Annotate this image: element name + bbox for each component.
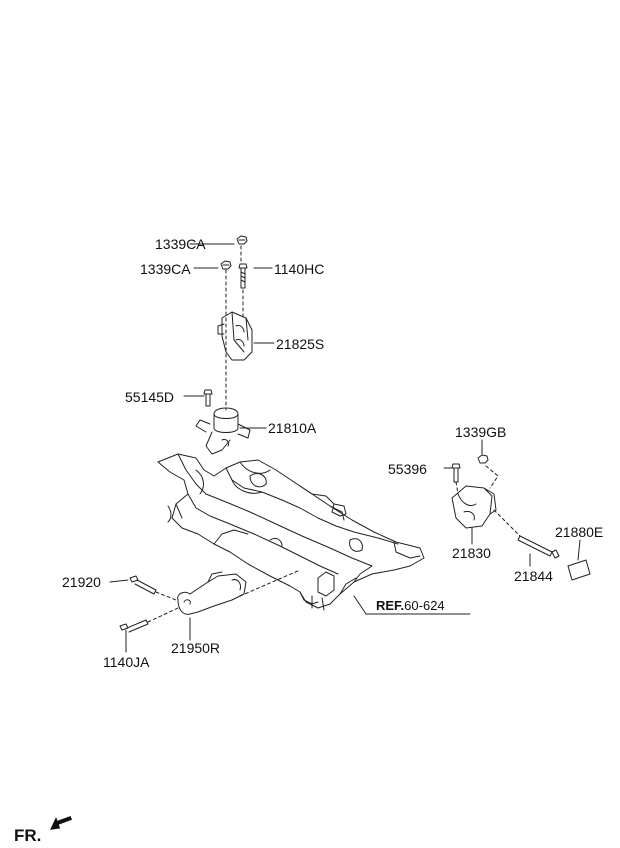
front-direction-arrow-icon xyxy=(50,816,72,830)
label-21950r: 21950R xyxy=(171,640,221,656)
bolt-21844 xyxy=(517,535,560,559)
bolt-1140hc xyxy=(238,263,248,289)
roll-rod-group xyxy=(109,569,301,653)
label-21825s: 21825S xyxy=(276,336,325,352)
label-21830: 21830 xyxy=(452,545,491,561)
bolt-1140ja xyxy=(119,619,149,633)
label-21880e: 21880E xyxy=(555,524,604,540)
bolt-21920 xyxy=(129,575,157,595)
label-1339ca: 1339CA xyxy=(140,261,191,277)
engine-mount-21810a xyxy=(195,407,251,455)
label-55145d: 55145D xyxy=(125,389,175,405)
roll-rod-21950r xyxy=(177,571,247,615)
transmission-mount-group xyxy=(443,439,591,581)
label-1140hc: 1140HC xyxy=(274,261,325,277)
subframe-crossmember xyxy=(157,453,425,611)
ref-number: 60-624 xyxy=(404,598,445,613)
nut-1339ca xyxy=(220,260,232,270)
label-1339ca-top: 1339CA xyxy=(155,236,206,252)
label-1140ja: 1140JA xyxy=(103,654,150,670)
label-21810a: 21810A xyxy=(268,420,317,436)
ref-prefix: REF. xyxy=(376,598,405,613)
bolt-55396 xyxy=(451,463,461,483)
nut-1339gb xyxy=(477,454,489,464)
label-1339gb: 1339GB xyxy=(455,424,507,440)
nut-1339ca-top xyxy=(236,235,248,245)
ref-leader-line xyxy=(353,595,471,615)
front-label: FR. xyxy=(14,826,42,845)
bracket-21825s xyxy=(217,311,253,361)
label-55396: 55396 xyxy=(388,461,427,477)
label-21920: 21920 xyxy=(62,574,101,590)
label-21844: 21844 xyxy=(514,568,553,584)
cover-21880e xyxy=(567,559,591,581)
transmission-mount-21830 xyxy=(451,485,497,529)
bolt-55145d xyxy=(203,389,213,407)
ref-label[interactable]: REF.60-624 xyxy=(376,599,445,613)
engine-mount-upper-group xyxy=(183,235,275,455)
